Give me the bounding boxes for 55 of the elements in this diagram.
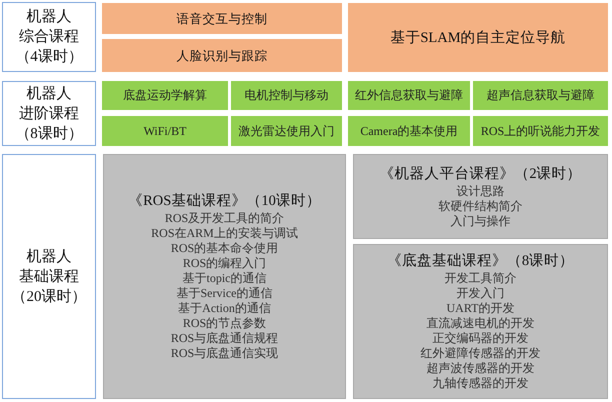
course-tile (102, 116, 228, 146)
course-tile (102, 81, 228, 110)
course-topic: ROS及开发工具的简介 (164, 211, 284, 226)
course-tile (231, 116, 342, 146)
course-title: 《机器人平台课程》（2课时） (379, 164, 582, 184)
course-tile (102, 3, 342, 34)
course-tile (473, 116, 608, 146)
course-topic: UART的开发 (446, 301, 514, 316)
course-panel (103, 154, 346, 399)
course-panel (353, 154, 608, 239)
course-topic: ROS的节点参数 (182, 316, 266, 331)
course-topic: 入门与操作 (450, 214, 510, 228)
course-topic: 红外避障传感器的开发 (420, 346, 540, 361)
course-topic: 开发入门 (456, 286, 504, 301)
course-topic: 超声波传感器的开发 (426, 361, 534, 376)
course-topic: WiFi/BT (144, 124, 186, 138)
course-topic: 超声信息获取与避障 (486, 88, 594, 103)
course-topic: 开发工具简介 (444, 271, 516, 286)
course-tile (348, 81, 470, 110)
course-topic: 激光雷达使用入门 (238, 124, 334, 138)
level-panel (2, 154, 96, 399)
course-topic: 基于SLAM的自主定位导航 (390, 30, 566, 46)
course-topic: 基于Action的通信 (178, 301, 271, 316)
course-topic: 九轴传感器的开发 (432, 376, 528, 391)
course-tile (231, 81, 342, 110)
course-topic: 直流减速电机的开发 (426, 316, 534, 331)
course-title: 《底盘基础课程》（8课时） (386, 252, 574, 271)
course-topic: 设计思路 (456, 184, 504, 198)
course-topic: ROS的编程入门 (182, 256, 266, 271)
course-title: 《ROS基础课程》（10课时） (128, 192, 321, 211)
course-tile (102, 39, 342, 72)
level-label: 机器人综合课程（4课时） (15, 8, 83, 67)
course-topic: 基于topic的通信 (182, 271, 266, 286)
course-tile (348, 3, 608, 72)
course-panel (353, 244, 608, 399)
course-topic: ROS与底盘通信实现 (170, 346, 278, 361)
course-topic: 正交编码器的开发 (432, 331, 528, 346)
level-panel (2, 2, 96, 72)
course-topic: ROS的基本命令使用 (170, 241, 278, 256)
course-topic: 语音交互与控制 (176, 10, 268, 26)
course-topic: 基于Service的通信 (176, 286, 272, 301)
course-topic: 红外信息获取与避障 (355, 88, 463, 103)
course-topic: Camera的基本使用 (360, 124, 458, 138)
course-tile (473, 81, 608, 110)
course-topic: 人脸识别与跟踪 (176, 48, 268, 64)
course-topic: 软硬件结构简介 (438, 198, 522, 214)
course-topic: 底盘运动学解算 (123, 88, 207, 103)
course-topic: ROS在ARM上的安装与调试 (151, 226, 298, 241)
course-tile (348, 116, 470, 146)
course-topic: ROS上的听说能力开发 (480, 124, 600, 138)
level-panel (2, 81, 96, 146)
level-label: 机器人基础课程（20课时） (12, 248, 86, 306)
course-topic: 电机控制与移动 (244, 88, 328, 103)
level-label: 机器人进阶课程（8课时） (15, 84, 83, 144)
course-topic: ROS与底盘通信规程 (170, 331, 278, 346)
